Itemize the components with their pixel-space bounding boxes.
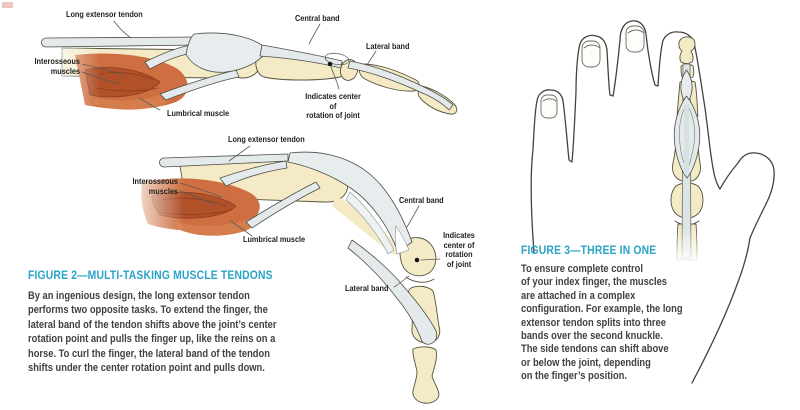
figure3-caption-block: FIGURE 3—THREE IN ONE To ensure complete… (521, 243, 726, 384)
figure2-heading: FIGURE 2—MULTI-TASKING MUSCLE TENDONS (28, 268, 273, 282)
curled-finger-illustration (118, 145, 441, 404)
label-long-extensor-tendon: Long extensor tendon (66, 9, 143, 19)
label-interosseous-muscles: Interosseous muscles (132, 176, 178, 196)
extensor-tendon-system (41, 32, 454, 111)
label-rotation-center-note: Indicates center of rotation of joint (443, 230, 475, 269)
label-rotation-center-note: Indicates center of rotation of joint (305, 91, 361, 121)
label-long-extensor-tendon: Long extensor tendon (228, 134, 305, 144)
rotation-center-dot (414, 257, 420, 263)
figure2-caption-block: FIGURE 2—MULTI-TASKING MUSCLE TENDONS By… (28, 268, 398, 375)
label-leader-lines (179, 145, 441, 288)
page-corner-mark (2, 2, 13, 8)
label-interosseous-muscles: Interosseous muscles (34, 56, 80, 76)
ring-finger-nail (581, 40, 601, 68)
label-central-band: Central band (295, 13, 340, 23)
figure2-body-text: By an ingenious design, the long extenso… (28, 290, 277, 375)
index-finger-tendon-bands (673, 63, 701, 259)
interosseous-and-lumbrical-muscles (75, 53, 188, 110)
label-lumbrical-muscle: Lumbrical muscle (243, 234, 306, 244)
label-central-band: Central band (399, 195, 444, 205)
middle-finger-nail (625, 25, 645, 53)
extended-finger-illustration (28, 20, 458, 122)
label-lumbrical-muscle: Lumbrical muscle (167, 108, 230, 118)
hand-dorsal-view-illustration (530, 20, 775, 384)
pinky-nail (540, 94, 558, 119)
central-band-stripe (684, 104, 689, 174)
extensor-tendon-system (159, 151, 438, 345)
bottom-fade (658, 228, 710, 266)
rotation-center-dot (327, 61, 333, 67)
fingernails (540, 25, 645, 119)
hand-outline (530, 20, 775, 384)
left-fade (118, 156, 184, 242)
figure3-body-text: To ensure complete control of your index… (521, 263, 683, 383)
label-lateral-band: Lateral band (345, 283, 389, 293)
label-lateral-band: Lateral band (366, 41, 410, 51)
label-leader-lines (81, 20, 377, 111)
figure3-heading: FIGURE 3—THREE IN ONE (521, 243, 657, 257)
